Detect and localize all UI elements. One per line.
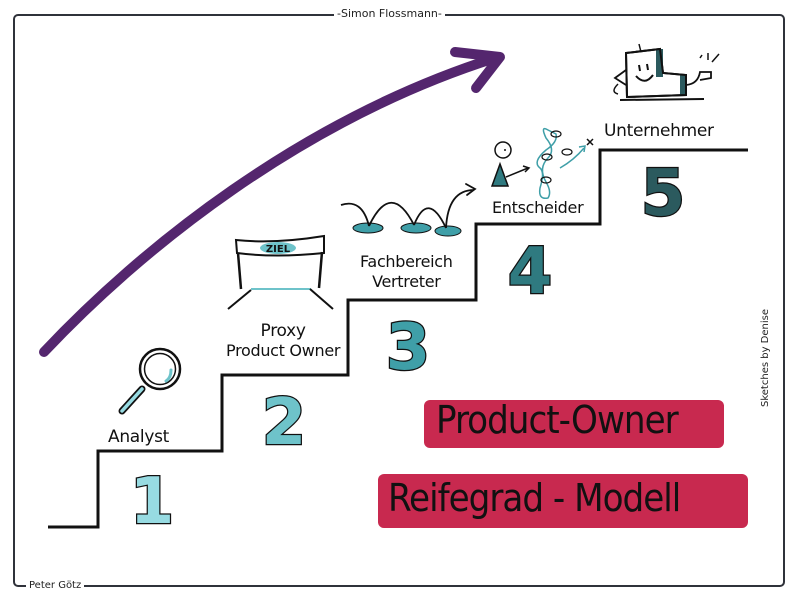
title-banner-2-highlight (378, 474, 748, 528)
step-2-label: Proxy Product Owner (226, 321, 340, 361)
step-1-label: Analyst (108, 427, 170, 447)
title-line-2: Reifegrad - Modell (388, 476, 681, 520)
step-5-number: 5 (641, 157, 686, 231)
step-2-label-line1: Proxy (260, 321, 306, 341)
title-banner-1-highlight (424, 400, 724, 448)
boss-thumbs-up-icon (613, 43, 720, 101)
step-3-number: 3 (386, 311, 431, 385)
step-3-label: Fachbereich Vertreter (360, 252, 453, 292)
credit-author-top: -Simon Flossmann- (334, 7, 445, 20)
staircase-line (48, 148, 748, 529)
jumping-arrows-icon (340, 183, 477, 237)
growth-arrow (39, 47, 505, 357)
goal-banner-text: ZIEL (266, 244, 291, 255)
step-2-label-line2: Product Owner (226, 341, 341, 360)
step-1-number: 1 (130, 465, 175, 539)
decision-maker-icon (490, 127, 594, 200)
credit-author-bottom: Peter Götz (26, 580, 85, 591)
goal-banner-icon: ZIEL (227, 234, 334, 310)
title-line-1: Product-Owner (436, 398, 679, 442)
step-4-label: Entscheider (492, 198, 584, 217)
step-2-number: 2 (262, 386, 307, 460)
step-3-label-line2: Vertreter (372, 272, 441, 291)
magnifier-icon (118, 347, 182, 415)
step-3-label-line1: Fachbereich (360, 252, 453, 271)
step-4-number: 4 (508, 235, 553, 309)
step-5-label: Unternehmer (604, 121, 714, 141)
